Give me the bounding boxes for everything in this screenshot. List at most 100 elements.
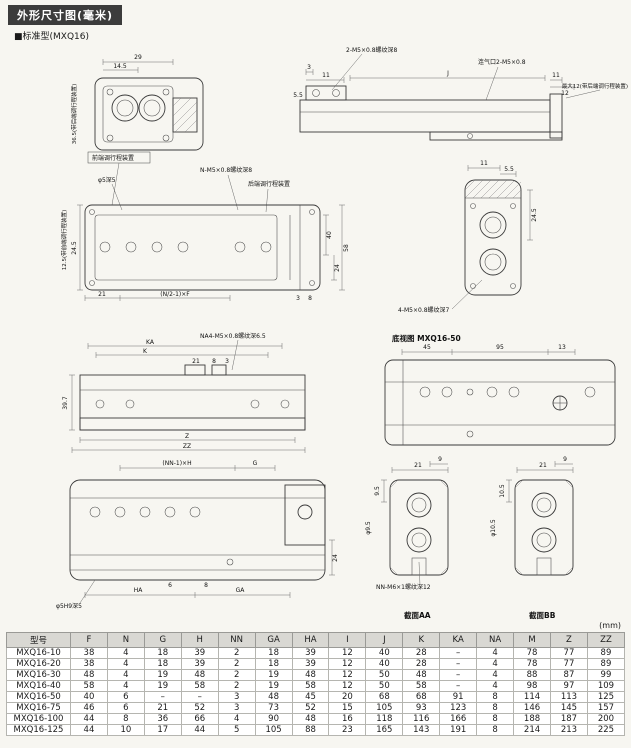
value-cell: 15 [328, 702, 367, 714]
value-cell: 125 [586, 691, 626, 703]
d1-dim-14-5: 14.5 [113, 63, 127, 70]
d8-dim-21b: 21 [539, 462, 547, 469]
value-cell: 157 [586, 702, 626, 714]
table-column-header: G [143, 632, 182, 648]
d6-dim-8: 8 [212, 358, 216, 365]
value-cell: 12 [328, 658, 367, 670]
d1-dim-29: 29 [134, 54, 142, 61]
d4-thread-label: 4-M5×0.8螺纹深7 [398, 306, 450, 314]
d7-dim-HA: HA [134, 587, 144, 594]
value-cell: 113 [549, 691, 588, 703]
value-cell: 166 [439, 713, 478, 725]
value-cell: 39 [291, 658, 330, 670]
d6-dim-KA: KA [146, 339, 155, 346]
table-column-header: J [365, 632, 404, 648]
value-cell: 12 [328, 647, 367, 659]
d5-dim-13: 13 [558, 344, 566, 351]
value-cell: 44 [70, 724, 108, 736]
value-cell: 52 [291, 702, 330, 714]
d3-dim-pitch: (N/2-1)×F [160, 291, 190, 298]
d4-dim-245: 24.5 [531, 208, 538, 222]
d2-port-label: 连气口2-M5×0.8 [478, 58, 526, 66]
value-cell: 2 [217, 680, 256, 692]
d3-dim-24: 24 [334, 264, 341, 272]
value-cell: 123 [439, 702, 478, 714]
value-cell: 200 [586, 713, 626, 725]
d6-dim-ZZ: ZZ [183, 443, 191, 450]
d3-pin-label: φ5深5 [98, 176, 116, 184]
value-cell: 4 [106, 680, 145, 692]
d6-dim-K: K [143, 348, 148, 355]
model-cell: MXQ16-75 [6, 702, 71, 714]
value-cell: 12 [328, 669, 367, 681]
value-cell: 28 [402, 647, 441, 659]
value-cell: 143 [402, 724, 441, 736]
value-cell: 214 [513, 724, 551, 736]
table-column-header: NA [476, 632, 515, 648]
value-cell: 45 [291, 691, 330, 703]
drawing-stroke-side-view: NA4-M5×0.8螺纹深6.5 KA K 21 8 3 [62, 332, 306, 453]
value-cell: 48 [291, 669, 330, 681]
value-cell: 44 [70, 713, 108, 725]
value-cell: 8 [476, 702, 515, 714]
value-cell: 20 [328, 691, 367, 703]
d8-aa-title: 截面AA [404, 610, 431, 620]
d8-dim-105: 10.5 [499, 484, 506, 498]
value-cell: 38 [70, 658, 108, 670]
value-cell: 146 [513, 702, 551, 714]
model-cell: MXQ16-20 [6, 658, 71, 670]
value-cell: 38 [70, 647, 108, 659]
value-cell: 91 [439, 691, 478, 703]
d3-side-note: 12.5(带前端调行程装置) [60, 210, 68, 271]
drawing-head-top-view: 29 14.5 36.5(带后端调行程装置) [70, 54, 204, 151]
d2-dim-12: 12 [561, 90, 569, 97]
d7-dim-6: 6 [168, 582, 172, 589]
value-cell: 93 [402, 702, 441, 714]
model-cell: MXQ16-100 [6, 713, 71, 725]
value-cell: 89 [586, 658, 626, 670]
value-cell: – [439, 680, 478, 692]
model-cell: MXQ16-10 [6, 647, 71, 659]
value-cell: 66 [180, 713, 219, 725]
value-cell: – [439, 647, 478, 659]
value-cell: 19 [254, 680, 293, 692]
value-cell: 87 [549, 669, 588, 681]
drawing-end-view: 11 5.5 24.5 4-M5×0.8螺纹深7 [398, 160, 538, 314]
d3-dim-21: 21 [98, 291, 106, 298]
value-cell: 77 [549, 658, 588, 670]
d8-dia-95: φ9.5 [365, 521, 372, 535]
value-cell: 19 [143, 680, 182, 692]
d6-dim-397: 39.7 [62, 396, 69, 410]
value-cell: 4 [476, 669, 515, 681]
drawing-plan-view: 前端调行程装置 φ5深5 N-M5×0.8螺纹深8 后端调行程装置 [60, 151, 350, 302]
value-cell: 50 [365, 669, 404, 681]
d2-dim-11a: 11 [322, 72, 330, 79]
value-cell: 68 [402, 691, 441, 703]
d3-dim-8: 8 [308, 295, 312, 302]
d8-dia-105: φ10.5 [490, 519, 497, 537]
d3-front-adj-label: 前端调行程装置 [92, 154, 134, 162]
d2-dim-11b: 11 [552, 72, 560, 79]
d5-dim-45: 45 [423, 344, 431, 351]
subsection-label: ■标准型(MXQ16) [14, 32, 89, 42]
value-cell: 58 [180, 680, 219, 692]
value-cell: 48 [291, 713, 330, 725]
table-column-header: NN [217, 632, 256, 648]
table-column-header: KA [439, 632, 478, 648]
d1-side-note: 36.5(带后端调行程装置) [70, 84, 78, 145]
d3-rear-adj-label: 后端调行程装置 [248, 180, 290, 188]
value-cell: – [439, 658, 478, 670]
value-cell: 105 [365, 702, 404, 714]
value-cell: 4 [106, 669, 145, 681]
value-cell: 48 [254, 691, 293, 703]
value-cell: 4 [217, 713, 256, 725]
value-cell: 40 [365, 658, 404, 670]
value-cell: 18 [254, 658, 293, 670]
d5-title: 底视图 MXQ16-50 [392, 333, 461, 343]
table-column-header: GA [254, 632, 293, 648]
